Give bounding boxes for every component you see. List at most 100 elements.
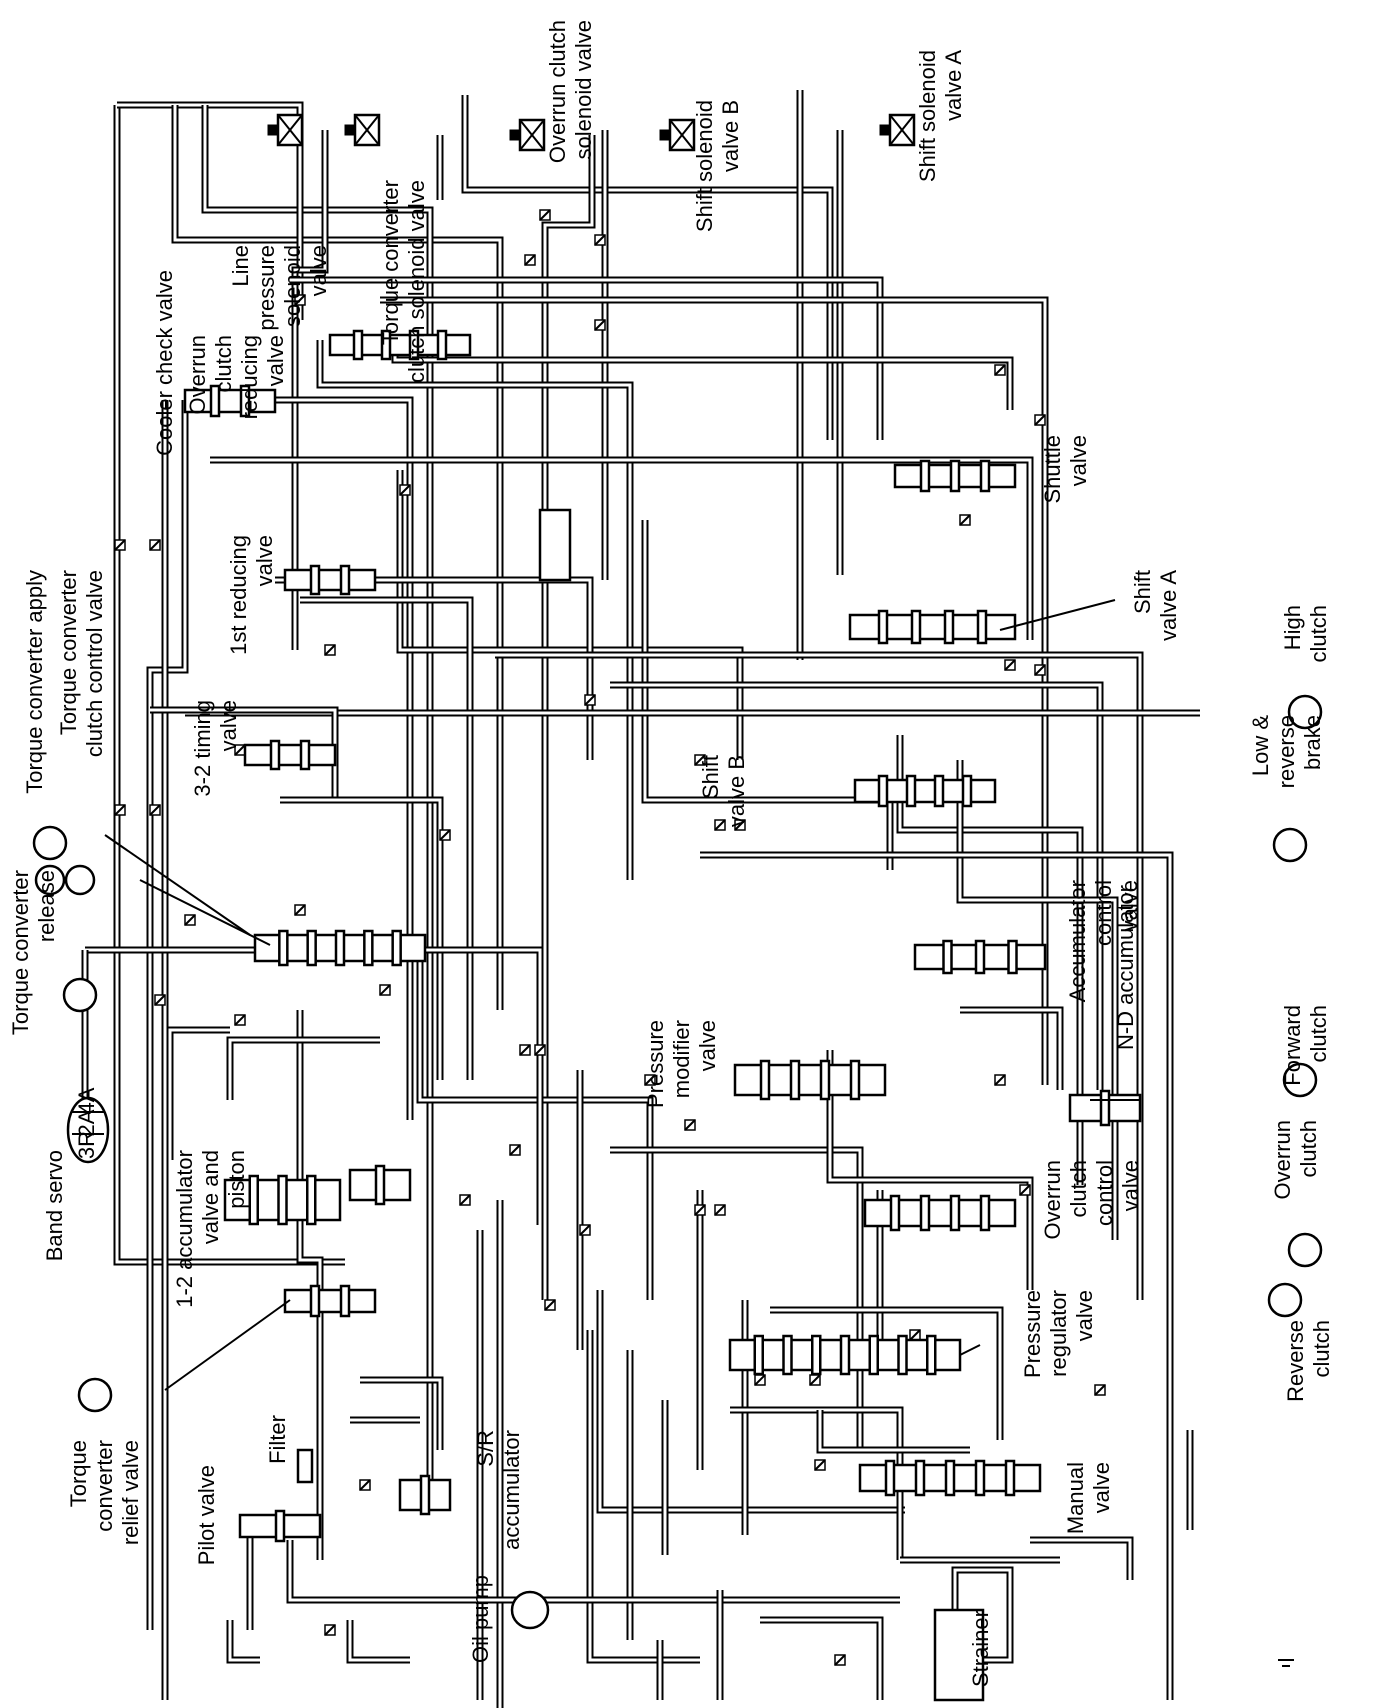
fluid-passage-bore <box>770 1308 1002 1440</box>
accumulator-12-land <box>248 1174 259 1226</box>
accumulator-12-label-line: 1-2 accumulator <box>172 1150 197 1308</box>
pressure-modifier-valve <box>733 1063 887 1097</box>
orifice-hatch <box>734 819 746 831</box>
pilot-valve-body-land <box>274 1509 286 1543</box>
leader-line <box>104 834 251 936</box>
leader-line <box>139 879 271 946</box>
orifice-hatch <box>809 1374 821 1386</box>
orifice-hatch <box>1019 1184 1031 1196</box>
accumulator-control-label-line: Accumulator <box>1065 880 1090 1002</box>
band-servo-label: Band servo <box>42 1150 67 1261</box>
shift-solenoid-b-label-line: Shift solenoid <box>692 100 717 232</box>
fluid-passage <box>226 1036 380 1100</box>
tcc-control-valve-land <box>391 929 402 967</box>
tcc-solenoid-label-line: clutch solenoid valve <box>404 180 429 383</box>
accumulator-control-label-line: valve <box>1117 880 1142 931</box>
reverse-clutch-label-line: Reverse <box>1283 1320 1308 1402</box>
torque-converter-relief-valve-land <box>339 1284 351 1318</box>
accumulator-12-land <box>277 1174 288 1226</box>
overrun-clutch-control-valve <box>863 1198 1017 1228</box>
fluid-passage-bore <box>818 1410 970 1452</box>
pressure-regulator-valve-land <box>839 1334 851 1376</box>
leader-line <box>959 1344 981 1356</box>
fluid-passage-bore <box>700 853 1172 1700</box>
fluid-passage-bore <box>730 1408 902 1560</box>
fluid-passage-bore <box>610 683 1102 1090</box>
fluid-passage-bore <box>380 298 1047 1085</box>
accumulator-12-label-line: piston <box>224 1150 249 1209</box>
orifice-hatch <box>1004 659 1016 671</box>
tcc-control-valve-land <box>363 929 374 967</box>
line-pressure-solenoid-plunger <box>267 124 279 136</box>
fluid-passage-bore <box>298 1010 322 1560</box>
cooler-check-valve-land <box>209 384 221 418</box>
orifice-hatch <box>154 994 166 1006</box>
fluid-passage-bore <box>398 470 742 760</box>
fluid-passage-bore <box>203 105 432 1480</box>
manual-label-line: Manual <box>1063 1462 1088 1534</box>
orifice-hatch <box>584 694 596 706</box>
pressure-modifier-label-line: valve <box>695 1020 720 1071</box>
shift-valve-b-land <box>933 774 945 808</box>
nd-accumulator-label-line: N-D accumulator <box>1113 885 1138 1050</box>
fluid-passage <box>391 340 1014 410</box>
cooler-check-label-line: Cooler check valve <box>152 270 177 456</box>
pilot-label: Pilot valve <box>194 1465 219 1565</box>
orifice-hatch <box>509 1144 521 1156</box>
torque-converter-apply-symbol <box>32 825 68 861</box>
manual-label-line: valve <box>1089 1462 1114 1513</box>
orifice-hatch <box>994 364 1006 376</box>
first-reducing-valve-land <box>339 564 351 596</box>
orifice-hatch <box>959 514 971 526</box>
fluid-passage-bore <box>280 798 442 1080</box>
tc-release-label-line: release <box>34 870 59 942</box>
shift-valve-b-label-line: valve B <box>724 755 749 827</box>
orifice-hatch <box>594 319 606 331</box>
tc-apply-label: Torque converter apply <box>22 570 47 794</box>
fluid-passage <box>346 1620 410 1664</box>
shuttle-label-line: Shuttle <box>1040 435 1065 504</box>
timing-32-valve-land <box>269 739 281 771</box>
tcc-solenoid-coil <box>354 114 380 146</box>
overrun-clutch-solenoid-coil <box>519 119 545 151</box>
fluid-passage-bore <box>960 1008 1062 1090</box>
orifice-hatch <box>534 1044 546 1056</box>
tcc-control-valve-land <box>334 929 346 967</box>
accumulator-12-land <box>306 1174 317 1226</box>
tcc-control-label-line: Torque converter <box>56 570 81 735</box>
fluid-passage-bore <box>588 1330 700 1662</box>
tc-relief-label-line: relief valve <box>118 1440 143 1545</box>
nd-accumulator-land <box>1099 1089 1111 1127</box>
overrun-clutch-label-line: clutch <box>1296 1120 1321 1177</box>
filter-body <box>296 1448 314 1484</box>
oil-pump-symbol <box>510 1590 550 1630</box>
fluid-passage-bore <box>393 340 1012 410</box>
overrun-clutch-symbol <box>1287 1232 1323 1268</box>
pressure-modifier-valve-land <box>849 1059 861 1101</box>
fluid-passage <box>166 1026 230 1160</box>
fluid-passage-bore <box>348 1620 410 1662</box>
accumulator-control-label-line: control <box>1091 880 1116 946</box>
manual-valve-body-land <box>944 1459 956 1497</box>
orifice-hatch <box>754 1374 766 1386</box>
orifice-hatch <box>459 1194 471 1206</box>
shuttle-valve-land <box>919 459 931 493</box>
pressure-regulator-valve-land <box>811 1334 822 1376</box>
servo-port-label: 4A <box>74 1087 99 1114</box>
tcc-solenoid-label-line: Torque converter <box>378 180 403 345</box>
first-reducing-valve <box>283 568 377 592</box>
shift-valve-a <box>848 613 1017 641</box>
pressure-modifier-valve-land <box>759 1059 771 1101</box>
first-reducing-valve-land <box>309 564 321 596</box>
fluid-passage-bore <box>228 1038 380 1100</box>
tc-release-label-line: Torque converter <box>8 870 33 1035</box>
